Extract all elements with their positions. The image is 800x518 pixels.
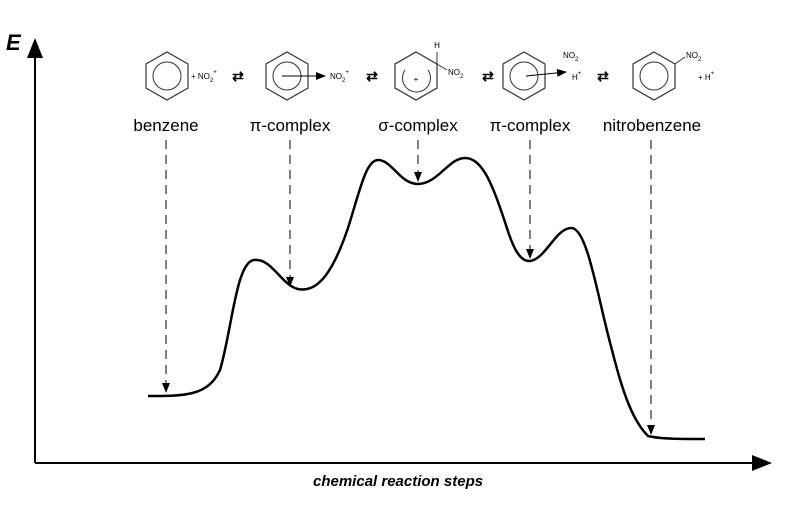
y-axis-label: E — [6, 30, 22, 55]
reaction-scheme: + NO2+ ⇄ NO2+ ⇄ + H NO2 ⇄ NO2 H+ ⇄ — [145, 41, 715, 101]
benzene-structure-icon — [145, 51, 189, 101]
pi-complex-2-top-label: NO2 — [563, 51, 579, 63]
sigma-h-atom: H — [434, 41, 440, 50]
sigma-complex-structure-icon — [394, 51, 448, 101]
equilibrium-arrow-3: ⇄ — [482, 68, 494, 84]
nitrobenzene-substituent: NO2 — [686, 51, 702, 63]
equilibrium-arrow-2: ⇄ — [366, 68, 378, 84]
sigma-substituent: NO2 — [448, 68, 464, 80]
equilibrium-arrow-1: ⇄ — [232, 68, 244, 84]
stage-label-benzene: benzene — [133, 116, 198, 135]
stage-label-pi-complex-2: π-complex — [490, 116, 571, 135]
x-axis-label: chemical reaction steps — [313, 473, 483, 490]
pi-complex-2-proton: H+ — [572, 71, 582, 82]
equilibrium-arrow-4: ⇄ — [597, 68, 609, 84]
reagent-label-1: + NO2+ — [191, 70, 217, 84]
stage-label-nitrobenzene: nitrobenzene — [603, 116, 701, 135]
stage-label-pi-complex-1: π-complex — [250, 116, 331, 135]
pi-complex-structure-icon — [265, 51, 326, 101]
nitrobenzene-proton: + H+ — [698, 71, 715, 82]
sigma-ring-charge: + — [414, 75, 419, 84]
stage-label-sigma-complex: σ-complex — [378, 116, 458, 135]
nitrobenzene-structure-icon — [632, 51, 686, 101]
dashed-indicators — [162, 140, 655, 435]
pi-complex-2-structure-icon — [502, 51, 567, 101]
energy-curve — [147, 156, 706, 441]
reagent-label-2: NO2+ — [330, 70, 349, 84]
